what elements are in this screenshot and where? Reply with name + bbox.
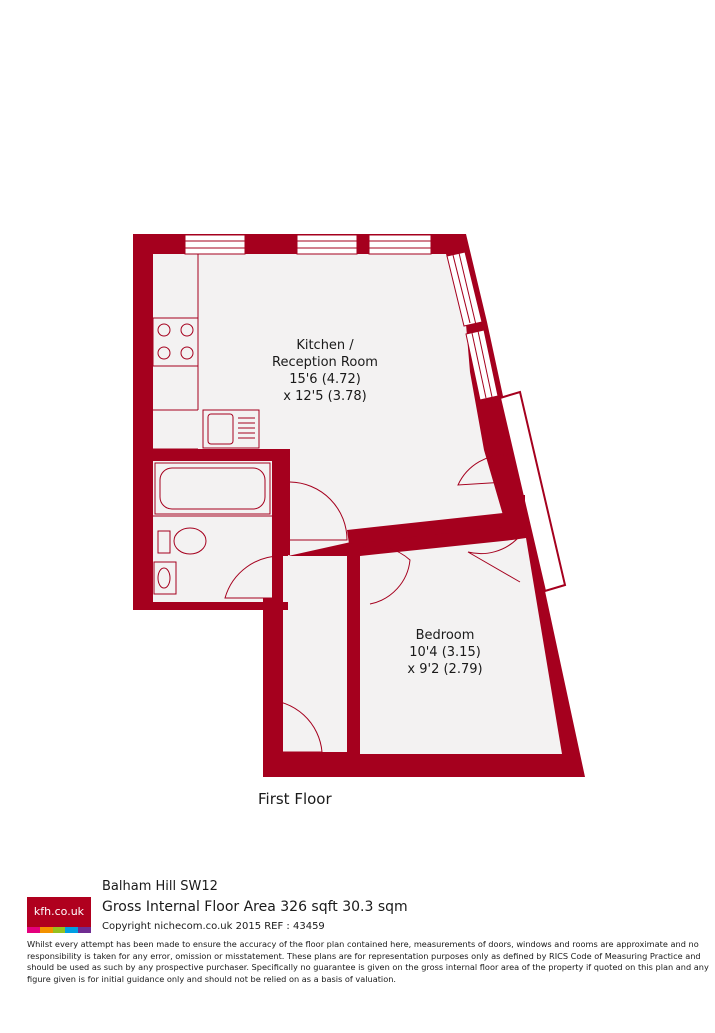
bathroom-door-icon bbox=[224, 555, 284, 599]
hob-icon bbox=[152, 317, 199, 367]
bedroom-floor bbox=[360, 538, 562, 754]
room-dimensions: 10'4 (3.15) bbox=[409, 645, 481, 660]
logo-stripes bbox=[27, 927, 91, 933]
doors bbox=[224, 454, 521, 753]
hallway-floor bbox=[283, 556, 347, 752]
room-name: Bedroom bbox=[415, 628, 475, 643]
bedroom-door-icon bbox=[361, 545, 411, 605]
kitchen-fittings bbox=[152, 254, 260, 450]
window-group bbox=[184, 234, 499, 401]
hall-right-wall bbox=[347, 560, 360, 754]
balcony-door-icon bbox=[457, 454, 511, 486]
bedroom-top-wall bbox=[347, 512, 514, 544]
entrance-door-icon bbox=[264, 699, 323, 753]
kfh-logo: kfh.co.uk bbox=[27, 897, 91, 934]
logo-stripe bbox=[65, 927, 79, 933]
floor-area: Gross Internal Floor Area 326 sqft 30.3 … bbox=[102, 899, 408, 915]
balcony-door-2-icon bbox=[467, 537, 521, 583]
bathroom-bottom-wall bbox=[153, 602, 288, 610]
logo-stripe bbox=[39, 927, 53, 933]
toilet-icon bbox=[173, 527, 207, 555]
window bbox=[296, 234, 358, 255]
bathroom-right-wall bbox=[272, 449, 290, 555]
window bbox=[368, 234, 432, 255]
bath-icon bbox=[154, 462, 271, 515]
window bbox=[184, 234, 246, 255]
logo-stripe bbox=[52, 927, 66, 933]
window-lines bbox=[185, 240, 493, 399]
bathroom-floor bbox=[153, 461, 272, 602]
logo-text: kfh.co.uk bbox=[27, 897, 91, 927]
room-dimensions: x 9'2 (2.79) bbox=[407, 662, 483, 677]
hall-bottom-wall bbox=[263, 752, 360, 777]
room-dimensions: 15'6 (4.72) bbox=[289, 372, 361, 387]
basin-icon bbox=[153, 561, 177, 595]
room-label-kitchen-reception: Kitchen / Reception Room 15'6 (4.72) x 1… bbox=[245, 337, 405, 405]
logo-stripe bbox=[27, 927, 40, 933]
room-label-bedroom: Bedroom 10'4 (3.15) x 9'2 (2.79) bbox=[385, 627, 505, 678]
floor-label: First Floor bbox=[258, 790, 332, 808]
room-dimensions: x 12'5 (3.78) bbox=[283, 389, 367, 404]
wall-pier bbox=[505, 495, 525, 531]
logo-stripe bbox=[78, 927, 91, 933]
bathroom-top-wall bbox=[153, 449, 290, 461]
balcony bbox=[498, 390, 567, 593]
room-name: Kitchen / bbox=[296, 338, 354, 353]
hall-left-wall bbox=[263, 598, 283, 754]
sink-icon bbox=[202, 409, 260, 449]
room-name: Reception Room bbox=[272, 355, 378, 370]
copyright: Copyright nichecom.co.uk 2015 REF : 4345… bbox=[102, 921, 325, 932]
disclaimer: Whilst every attempt has been made to en… bbox=[27, 939, 709, 984]
bathroom-fittings bbox=[153, 462, 272, 595]
hall-door-icon bbox=[289, 481, 348, 541]
address: Balham Hill SW12 bbox=[102, 879, 218, 894]
